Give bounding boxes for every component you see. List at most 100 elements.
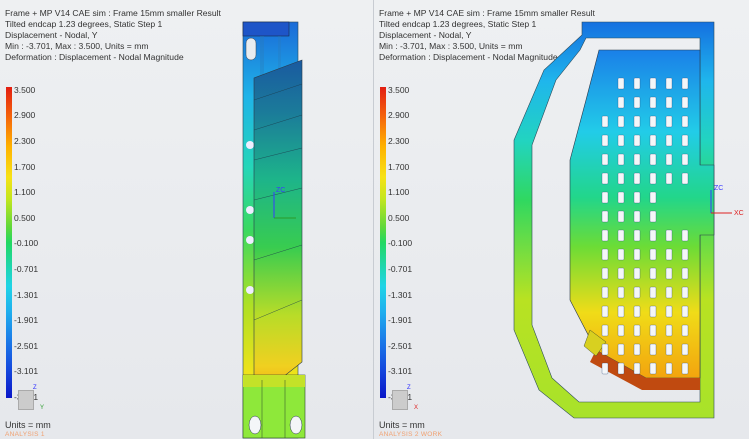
legend-value: 1.700 [14, 162, 36, 172]
plate-hole [633, 305, 641, 318]
plate-hole [681, 362, 689, 375]
plate-hole [665, 172, 673, 185]
viewport-divider [373, 0, 374, 439]
plate-hole [617, 96, 625, 109]
plate-hole [617, 286, 625, 299]
units-label: Units = mm [379, 420, 425, 430]
triad-z-label: Z [33, 385, 37, 391]
legend-value: 1.100 [388, 187, 410, 197]
plate-hole [617, 362, 625, 375]
legend-value: 2.300 [14, 136, 36, 146]
plate-hole [633, 248, 641, 261]
header-line: Frame + MP V14 CAE sim : Frame 15mm smal… [379, 8, 595, 18]
plate-hole [681, 96, 689, 109]
result-header: Frame + MP V14 CAE sim : Frame 15mm smal… [5, 8, 221, 63]
plate-hole [681, 324, 689, 337]
legend-value: 3.500 [388, 85, 410, 95]
header-line: Frame + MP V14 CAE sim : Frame 15mm smal… [5, 8, 221, 18]
plate-hole [601, 210, 609, 223]
plate-hole [601, 115, 609, 128]
csys-label: ZC [276, 187, 285, 194]
legend-value: 1.700 [388, 162, 410, 172]
result-header: Frame + MP V14 CAE sim : Frame 15mm smal… [379, 8, 595, 63]
plate-hole [649, 362, 657, 375]
plate-hole [649, 77, 657, 90]
plate-hole [633, 229, 641, 242]
plate-hole [665, 324, 673, 337]
plate-hole [649, 324, 657, 337]
color-legend-bar [380, 87, 386, 398]
view-triad [18, 390, 34, 410]
legend-value: 2.900 [388, 110, 410, 120]
plate-hole [617, 324, 625, 337]
plate-hole [649, 343, 657, 356]
plate-hole [633, 210, 641, 223]
plate-hole [649, 191, 657, 204]
plate-hole [649, 96, 657, 109]
plate-hole [633, 96, 641, 109]
plate-hole [681, 134, 689, 147]
plate-hole [601, 153, 609, 166]
legend-value: -2.501 [14, 341, 39, 351]
legend-value: -2.501 [388, 341, 413, 351]
plate-hole [617, 343, 625, 356]
plate-hole [665, 286, 673, 299]
view-triad [392, 390, 408, 410]
plate-hole [633, 115, 641, 128]
legend-value: -1.301 [14, 290, 39, 300]
header-line: Tilted endcap 1.23 degrees, Static Step … [379, 19, 537, 29]
fem-model-side-view[interactable]: ZC [0, 0, 373, 439]
triad-x-label: X [414, 405, 419, 411]
legend-value: -0.701 [388, 264, 413, 274]
analysis-label: ANALYSIS 2 WORK [379, 431, 443, 438]
plate-hole [601, 172, 609, 185]
plate-hole [649, 172, 657, 185]
plate-hole [649, 248, 657, 261]
legend-value: 0.500 [388, 213, 410, 223]
legend-value: 2.300 [388, 136, 410, 146]
plate-hole [665, 77, 673, 90]
plate-hole [617, 172, 625, 185]
legend-value: -0.701 [14, 264, 39, 274]
hole-grid [601, 77, 689, 375]
plate-hole [681, 229, 689, 242]
plate-hole [601, 267, 609, 280]
fem-model-front-view[interactable]: ZC XC [374, 0, 749, 439]
plate-hole [601, 362, 609, 375]
plate-hole [601, 343, 609, 356]
header-line: Tilted endcap 1.23 degrees, Static Step … [5, 19, 163, 29]
plate-hole [617, 229, 625, 242]
triad-x-label: Y [40, 405, 45, 411]
legend-value: 0.500 [14, 213, 36, 223]
plate-hole [665, 343, 673, 356]
plate-hole [617, 153, 625, 166]
plate-hole [601, 305, 609, 318]
legend-value: 3.500 [14, 85, 36, 95]
plate-hole [665, 362, 673, 375]
legend-value: -0.100 [388, 238, 413, 248]
csys-label: ZC [714, 185, 723, 192]
legend-value: -3.101 [14, 366, 39, 376]
plate-hole [633, 362, 641, 375]
legend-value: 1.100 [14, 187, 36, 197]
plate-hole [665, 96, 673, 109]
plate-hole [633, 267, 641, 280]
plate-hole [681, 286, 689, 299]
plate-hole [617, 134, 625, 147]
viewport-right[interactable]: Frame + MP V14 CAE sim : Frame 15mm smal… [374, 0, 749, 439]
header-line: Deformation : Displacement - Nodal Magni… [5, 52, 184, 62]
header-line: Min : -3.701, Max : 3.500, Units = mm [379, 41, 523, 51]
plate-hole [665, 229, 673, 242]
plate-hole [665, 115, 673, 128]
plate-hole [649, 210, 657, 223]
plate-hole [681, 172, 689, 185]
color-legend-bar [6, 87, 12, 398]
plate-hole [633, 286, 641, 299]
csys-x-label: XC [734, 210, 744, 217]
analysis-label: ANALYSIS 1 [5, 431, 45, 438]
plate-hole [617, 248, 625, 261]
plate-hole [665, 267, 673, 280]
plate-hole [681, 77, 689, 90]
header-line: Min : -3.701, Max : 3.500, Units = mm [5, 41, 149, 51]
viewport-left[interactable]: Frame + MP V14 CAE sim : Frame 15mm smal… [0, 0, 373, 439]
